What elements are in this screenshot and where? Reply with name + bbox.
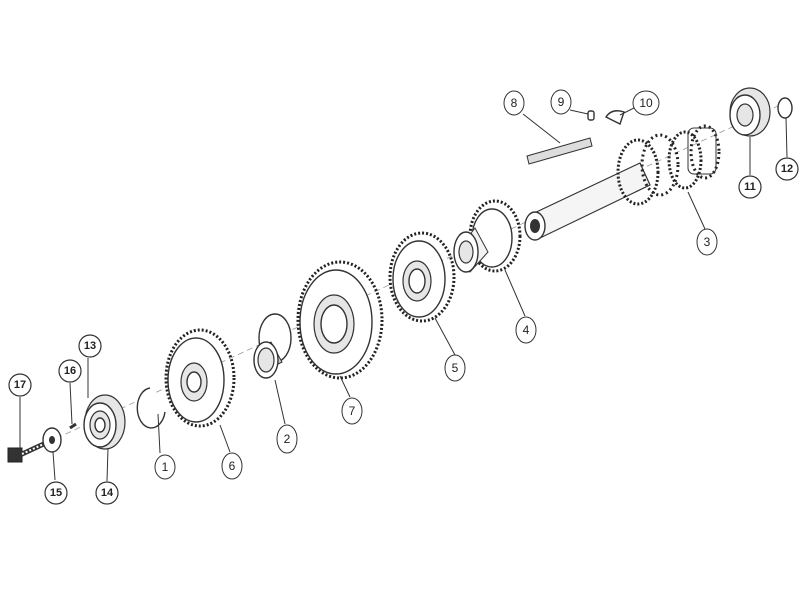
callout-7: 7	[341, 397, 363, 425]
callout-17: 17	[8, 373, 32, 397]
callout-5-label: 5	[452, 361, 459, 375]
part-gear-7	[296, 260, 384, 380]
callout-2-label: 2	[284, 432, 291, 446]
callout-12: 12	[775, 157, 799, 181]
part-main-shaft	[524, 124, 721, 241]
part-gear-5	[388, 231, 456, 323]
callout-11: 11	[738, 175, 762, 199]
callout-16: 16	[58, 359, 82, 383]
callout-15-label: 15	[50, 487, 62, 499]
callout-3: 3	[696, 228, 718, 256]
part-bolt	[7, 439, 50, 463]
callout-9: 9	[550, 89, 572, 115]
callout-16-label: 16	[64, 365, 76, 377]
part-sleeve	[253, 313, 292, 379]
callout-15: 15	[44, 481, 68, 505]
part-gear-4	[453, 199, 522, 273]
callout-13: 13	[78, 334, 102, 358]
callout-17-label: 17	[14, 379, 26, 391]
part-bearing-right	[729, 87, 771, 137]
callout-10-label: 10	[639, 96, 653, 110]
callout-8-label: 8	[511, 96, 518, 110]
callout-2: 2	[276, 424, 298, 454]
part-washer	[42, 427, 62, 453]
part-ring	[777, 97, 793, 119]
part-key-bar	[526, 137, 593, 165]
callout-6: 6	[221, 452, 243, 480]
callout-1: 1	[154, 454, 176, 480]
callout-9-label: 9	[558, 95, 565, 109]
callout-8: 8	[503, 90, 525, 116]
part-woodruff-key	[604, 110, 625, 125]
callout-11-label: 11	[744, 181, 756, 193]
callout-12-label: 12	[781, 163, 793, 175]
leader-lines	[19, 107, 788, 482]
callout-13-label: 13	[84, 340, 96, 352]
callout-14-label: 14	[101, 487, 114, 499]
part-gear-6	[164, 328, 236, 428]
callout-6-label: 6	[229, 459, 236, 473]
callout-5: 5	[444, 354, 466, 382]
callout-14: 14	[95, 481, 119, 505]
callout-7-label: 7	[349, 404, 356, 418]
part-bearing-left	[83, 394, 126, 450]
callout-1-label: 1	[162, 460, 169, 474]
part-small-pin	[587, 110, 595, 121]
callout-3-label: 3	[704, 235, 711, 249]
part-snap-ring	[136, 387, 166, 429]
callout-4-label: 4	[523, 323, 530, 337]
callout-4: 4	[515, 316, 537, 344]
callout-10: 10	[632, 90, 660, 116]
part-pin	[69, 422, 77, 430]
